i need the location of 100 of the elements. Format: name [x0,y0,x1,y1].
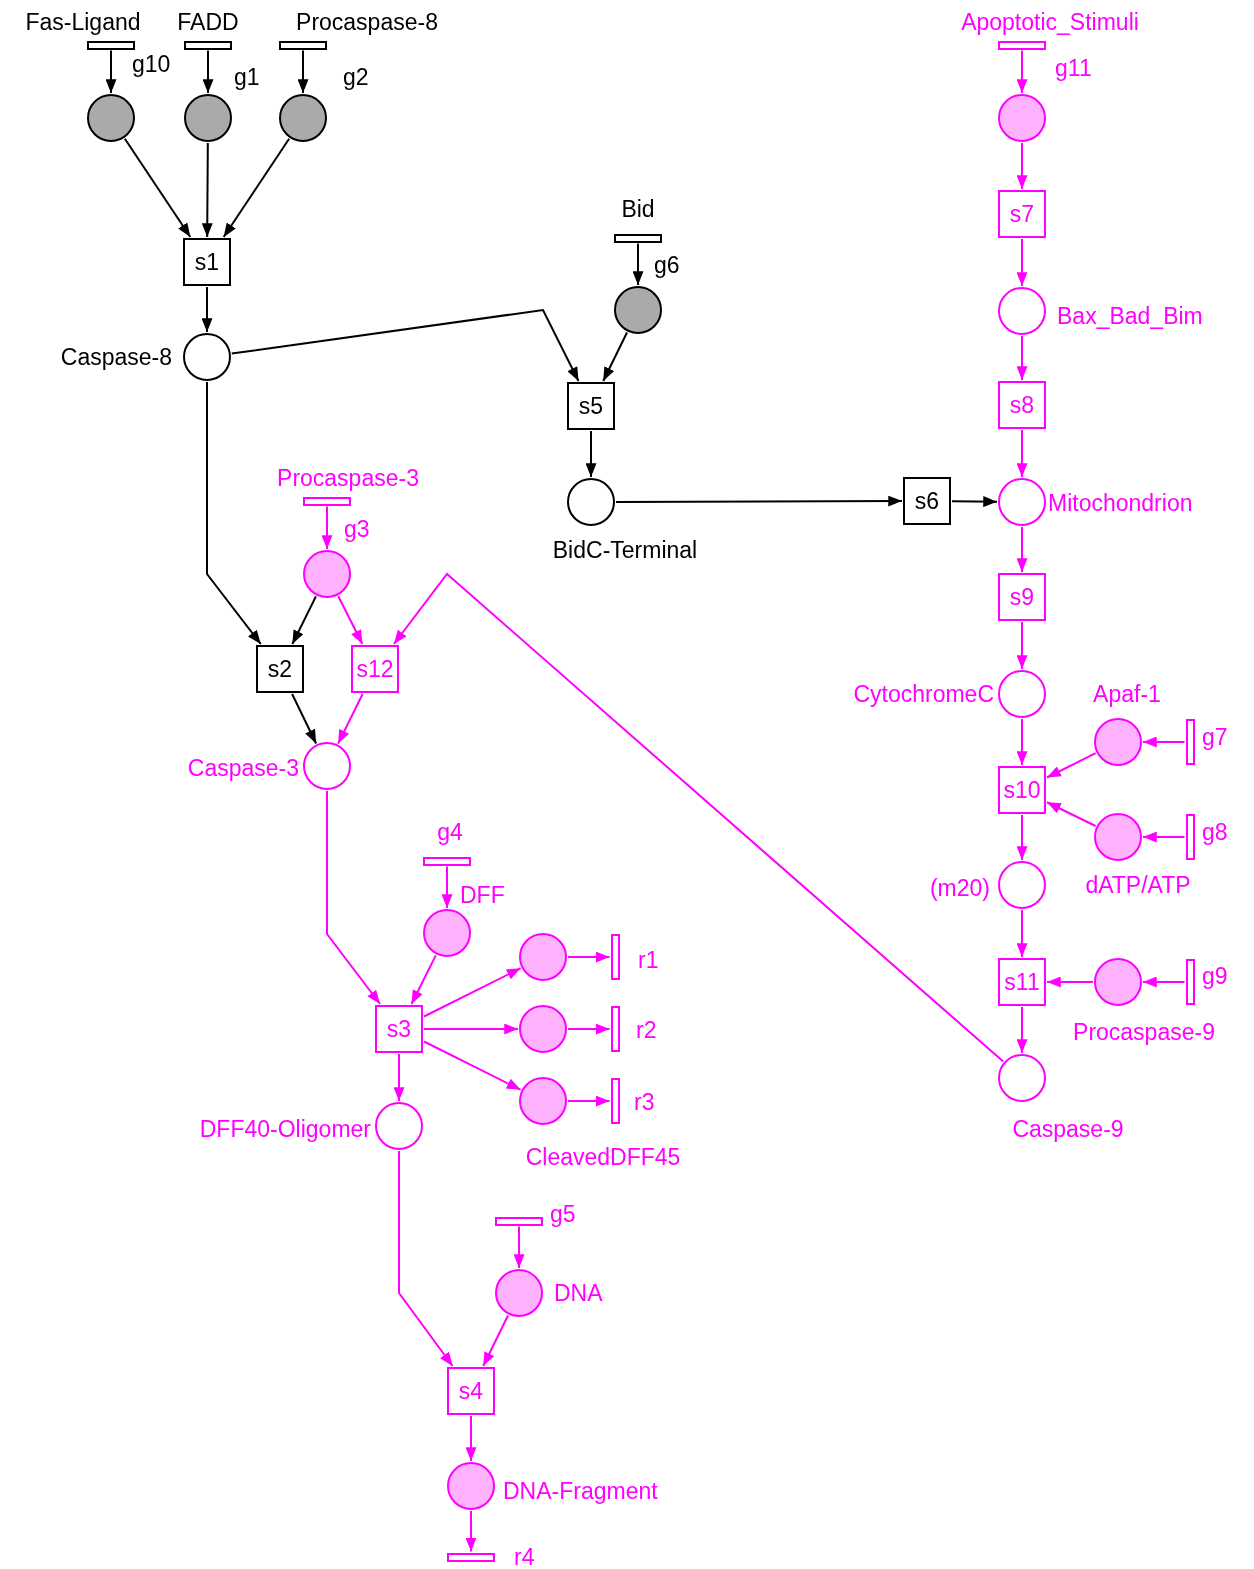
arrow [585,430,597,478]
place-label: dATP/ATP [1085,874,1191,897]
arrow [326,790,382,1005]
bar-symbol [1185,959,1195,1005]
arrow [1016,718,1028,766]
arrow [291,693,318,745]
arrow [567,1095,611,1107]
place-circle [447,1462,495,1510]
bar-symbol [610,934,620,980]
transition-box: s11 [998,958,1046,1006]
arrow [123,137,192,238]
place-label: (m20) [929,877,990,900]
arrow [1016,49,1028,94]
bar-symbol [184,40,232,50]
place-circle [519,1005,567,1053]
place-circle [375,1102,423,1150]
place-label: r1 [638,949,659,972]
bar-symbol [1185,719,1195,765]
place-label: BidC-Terminal [552,539,698,562]
arrow [222,137,291,238]
place-label: r4 [514,1546,535,1569]
bar-symbol [610,1006,620,1052]
bar-symbol [279,40,327,50]
place-circle [998,94,1046,142]
arrow [321,505,333,550]
arrow [482,1314,509,1367]
place-circle [614,286,662,334]
place-circle [998,1054,1046,1102]
arrow [392,572,1005,1063]
bar-symbol [447,1552,495,1562]
arrow [410,954,437,1005]
place-label: g10 [132,53,171,76]
arrow [202,49,214,94]
arrow [423,967,522,1018]
arrow [201,286,213,333]
place-circle [423,909,471,957]
bar-symbol [610,1078,620,1124]
place-label: Procaspase-9 [1073,1021,1215,1044]
bar-symbol [423,856,471,866]
arrow [615,495,903,507]
place-circle [998,861,1046,909]
place-circle [998,478,1046,526]
arrow [465,1415,477,1462]
transition-box: s6 [903,477,951,525]
arrow [201,142,213,238]
arrow [230,308,580,382]
place-label: g2 [343,66,369,89]
place-circle [303,550,351,598]
place-label: CleavedDFF45 [525,1146,681,1169]
arrow [291,595,317,645]
arrow [1142,736,1186,748]
arrow [1016,335,1028,381]
place-label: g5 [550,1203,576,1226]
place-circle [567,478,615,526]
arrow [441,865,453,909]
arrow [1016,621,1028,670]
transition-box: s9 [998,573,1046,621]
arrow [297,49,309,94]
place-label: DNA [554,1282,603,1305]
transition-box: s4 [447,1367,495,1415]
arrow [465,1510,477,1553]
place-circle [495,1269,543,1317]
arrow [337,595,364,645]
arrow [1142,831,1186,843]
place-label: Bax_Bad_Bim [1057,305,1203,328]
transition-box: s7 [998,190,1046,238]
place-label: Apoptotic_Stimuli [961,11,1139,34]
arrow [1046,752,1097,779]
place-label: Caspase-3 [187,757,299,780]
arrow [1016,1006,1028,1054]
transition-box: s1 [183,238,231,286]
arrow [567,1023,611,1035]
place-circle [1094,958,1142,1006]
place-label: DFF40-Oligomer [199,1118,371,1141]
place-label: Procaspase-8 [296,11,438,34]
place-label: g4 [437,821,463,844]
arrow [1016,142,1028,190]
arrow [398,1150,454,1367]
place-circle [519,1077,567,1125]
bar-symbol [998,40,1046,50]
place-circle [184,94,232,142]
place-label: g6 [654,254,680,277]
place-label: g9 [1202,965,1228,988]
place-label: Bid [621,198,655,221]
place-label: g11 [1055,57,1092,80]
arrow [602,331,628,382]
place-circle [519,933,567,981]
place-circle [1094,813,1142,861]
arrow [337,693,364,745]
place-label: FADD [177,11,239,34]
place-circle [1094,718,1142,766]
place-circle [303,742,351,790]
arrow [513,1225,525,1269]
place-label: g7 [1202,726,1228,749]
transition-box: s3 [375,1005,423,1053]
arrow [632,242,644,286]
place-label: g3 [344,518,370,541]
bar-symbol [1185,814,1195,860]
place-label: CytochromeC [853,683,994,706]
arrow [951,496,998,508]
